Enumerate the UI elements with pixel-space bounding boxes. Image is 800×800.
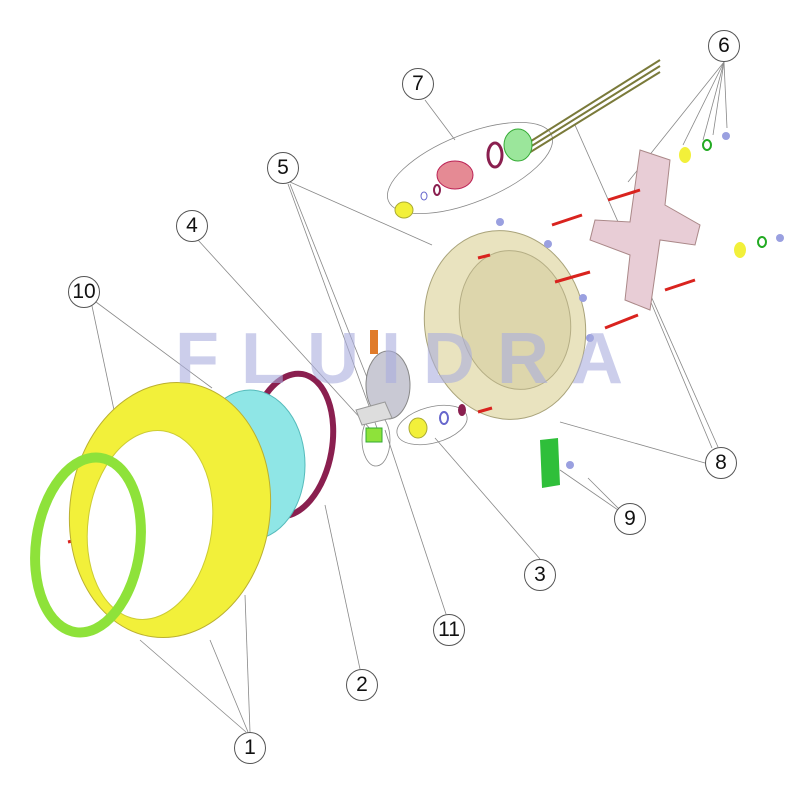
washers xyxy=(496,132,784,469)
small-rings xyxy=(408,139,767,439)
clip-plate xyxy=(355,401,393,426)
front-ring-opening xyxy=(86,430,214,620)
callout-10: 10 xyxy=(68,276,100,308)
cable xyxy=(519,59,661,157)
callout-2: 2 xyxy=(346,669,378,701)
callout-8: 8 xyxy=(705,447,737,479)
probe xyxy=(370,330,378,354)
callout-1: 1 xyxy=(234,732,266,764)
cable-gland-pink xyxy=(436,160,474,190)
mounting-bracket xyxy=(589,149,701,311)
gland-nut xyxy=(394,201,414,219)
callout-7: 7 xyxy=(402,68,434,100)
connector xyxy=(365,427,383,443)
callout-11: 11 xyxy=(433,614,465,646)
housing-inner xyxy=(458,250,572,390)
trim-ring xyxy=(30,452,146,638)
callout-4: 4 xyxy=(176,210,208,242)
callout-9: 9 xyxy=(614,503,646,535)
callout-5: 5 xyxy=(267,152,299,184)
terminal-block xyxy=(540,438,560,488)
o-ring xyxy=(486,141,504,169)
small-ring xyxy=(420,191,428,201)
cable-gland-green xyxy=(503,128,533,162)
callout-3: 3 xyxy=(524,559,556,591)
callout-6: 6 xyxy=(708,30,740,62)
small-ring xyxy=(433,184,441,196)
leader-lines xyxy=(91,61,728,733)
